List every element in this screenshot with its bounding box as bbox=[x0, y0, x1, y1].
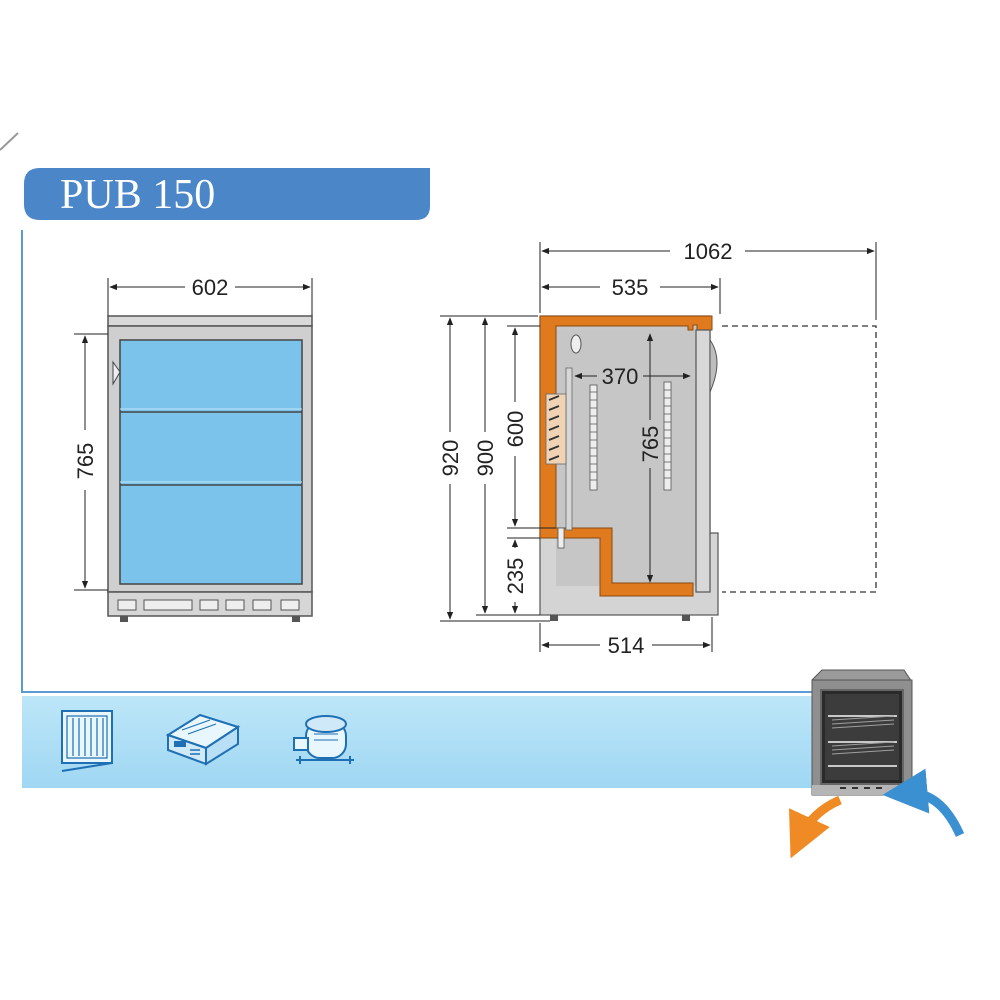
glass-door bbox=[119, 339, 303, 585]
front-height-label: 765 bbox=[73, 443, 98, 480]
door-swing-outline bbox=[722, 325, 877, 593]
shelf-rail bbox=[589, 384, 598, 491]
side-inner-depth-label: 370 bbox=[602, 364, 639, 389]
side-inner-height-label: 765 bbox=[638, 426, 663, 463]
side-base-depth-label: 514 bbox=[608, 633, 645, 658]
compressor-icon bbox=[293, 715, 354, 764]
side-body-height-label: 900 bbox=[473, 440, 498, 477]
airflow-in-arrow bbox=[882, 768, 965, 837]
frame-line bbox=[21, 230, 815, 693]
side-compartment-height-label: 600 bbox=[503, 411, 528, 448]
airflow-out-arrow bbox=[789, 795, 842, 859]
side-view: 1062 535 370 765 920 900 600 bbox=[438, 239, 877, 658]
shelf-rail bbox=[663, 381, 672, 491]
side-door bbox=[695, 329, 711, 593]
corner-mark bbox=[0, 132, 19, 151]
side-total-height-label: 920 bbox=[438, 440, 463, 477]
fridge-photo bbox=[811, 669, 913, 796]
front-view: 602 765 bbox=[73, 275, 313, 622]
side-door-handle bbox=[709, 338, 718, 393]
title-banner: PUB 150 bbox=[24, 168, 430, 220]
feature-band bbox=[22, 696, 815, 788]
fan bbox=[570, 334, 582, 354]
front-width-label: 602 bbox=[192, 275, 229, 300]
side-depth-label: 535 bbox=[612, 275, 649, 300]
side-total-depth-label: 1062 bbox=[684, 239, 733, 264]
door-handle bbox=[112, 360, 121, 386]
control-unit-icon bbox=[165, 713, 241, 766]
side-base-height-label: 235 bbox=[503, 558, 528, 595]
evaporator-coil bbox=[545, 393, 567, 465]
condenser-grid-icon bbox=[61, 710, 113, 772]
product-title: PUB 150 bbox=[60, 172, 215, 218]
